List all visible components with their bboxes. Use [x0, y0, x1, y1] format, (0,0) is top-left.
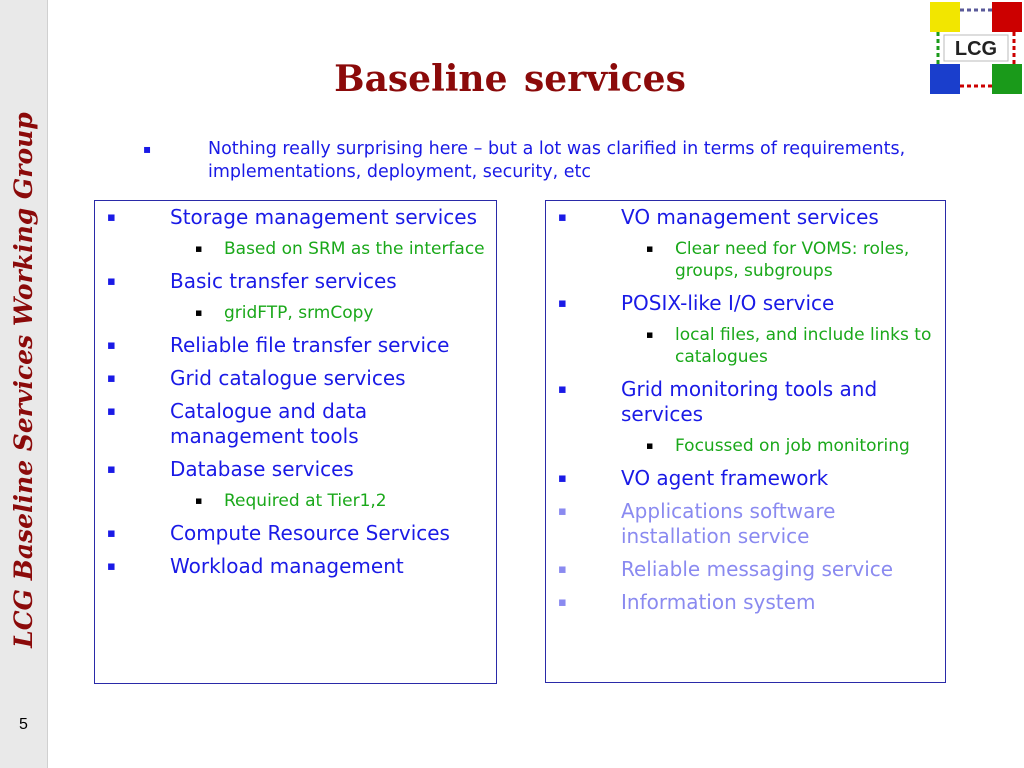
service-item: ▪ Reliable file transfer service: [95, 333, 496, 358]
service-item: ▪ Catalogue and data management tools: [95, 399, 496, 449]
service-text: Focussed on job monitoring: [675, 436, 910, 456]
service-item: ▪ Basic transfer services: [95, 269, 496, 294]
bullet-square-icon: ▪: [107, 338, 116, 353]
service-item: ▪ Grid monitoring tools and services: [546, 377, 945, 427]
service-text: Applications software installation servi…: [621, 499, 836, 548]
service-text: Compute Resource Services: [170, 521, 450, 545]
intro-text: Nothing really surprising here – but a l…: [208, 139, 906, 182]
bullet-square-icon: ▪: [558, 471, 567, 486]
sidebar: LCG Baseline Services Working Group 5: [0, 0, 48, 768]
service-text: Required at Tier1,2: [224, 491, 387, 511]
service-item: ▪ Storage management services: [95, 205, 496, 230]
service-item: ▪ Information system: [546, 590, 945, 615]
service-text: Catalogue and data management tools: [170, 399, 368, 448]
bullet-square-icon: ▪: [646, 328, 654, 341]
service-text: Storage management services: [170, 205, 478, 229]
bullet-square-icon: ▪: [558, 382, 567, 397]
service-item: ▪ Grid catalogue services: [95, 366, 496, 391]
bullet-square-icon: ▪: [107, 462, 116, 477]
bullet-square-icon: ▪: [646, 242, 654, 255]
service-text: Workload management: [170, 554, 404, 578]
sidebar-title: LCG Baseline Services Working Group: [9, 112, 38, 648]
left-services-list: ▪ Storage management services ▪ Based on SR…: [95, 205, 496, 587]
service-text: Reliable messaging service: [621, 557, 894, 581]
service-subitem: ▪ Focussed on job monitoring: [546, 435, 945, 457]
service-text: local files, and include links to catalo…: [675, 325, 932, 367]
bullet-square-icon: ▪: [107, 210, 116, 225]
service-text: Grid monitoring tools and services: [621, 377, 878, 426]
bullet-square-icon: ▪: [143, 142, 152, 156]
right-services-list: ▪ VO management services ▪ Clear need for V…: [546, 205, 945, 623]
left-services-box: ▪ Storage management services ▪ Based on SR…: [94, 200, 497, 684]
service-subitem: ▪ Clear need for VOMS: roles, groups, sub…: [546, 238, 945, 282]
bullet-square-icon: ▪: [646, 439, 654, 452]
service-item: ▪ VO management services: [546, 205, 945, 230]
service-text: Grid catalogue services: [170, 366, 406, 390]
intro-bullet: ▪ Nothing really surprising here – but a…: [140, 138, 920, 184]
bullet-square-icon: ▪: [107, 404, 116, 419]
lcg-logo-icon: LCG: [928, 0, 1024, 96]
service-text: gridFTP, srmCopy: [224, 303, 374, 323]
service-text: Basic transfer services: [170, 269, 397, 293]
service-text: Clear need for VOMS: roles, groups, subg…: [675, 239, 910, 281]
bullet-square-icon: ▪: [558, 296, 567, 311]
bullet-square-icon: ▪: [558, 504, 567, 519]
bullet-square-icon: ▪: [558, 210, 567, 225]
service-subitem: ▪ local files, and include links to catal…: [546, 324, 945, 368]
service-text: Information system: [621, 590, 816, 614]
service-subitem: ▪ Required at Tier1,2: [95, 490, 496, 512]
right-services-box: ▪ VO management services ▪ Clear need for V…: [545, 200, 946, 683]
bullet-square-icon: ▪: [558, 562, 567, 577]
service-subitem: ▪ gridFTP, srmCopy: [95, 302, 496, 324]
service-text: POSIX-like I/O service: [621, 291, 835, 315]
bullet-square-icon: ▪: [107, 274, 116, 289]
service-text: VO management services: [621, 205, 879, 229]
logo-text: LCG: [955, 38, 997, 60]
service-text: Based on SRM as the interface: [224, 239, 485, 259]
bullet-square-icon: ▪: [107, 371, 116, 386]
service-subitem: ▪ Based on SRM as the interface: [95, 238, 496, 260]
bullet-square-icon: ▪: [558, 595, 567, 610]
bullet-square-icon: ▪: [195, 306, 203, 319]
service-text: Reliable file transfer service: [170, 333, 450, 357]
service-item: ▪ Reliable messaging service: [546, 557, 945, 582]
service-item: ▪ Database services: [95, 457, 496, 482]
service-item: ▪ POSIX-like I/O service: [546, 291, 945, 316]
service-text: VO agent framework: [621, 466, 829, 490]
service-item: ▪ Workload management: [95, 554, 496, 579]
service-item: ▪ Applications software installation serv…: [546, 499, 945, 549]
service-item: ▪ VO agent framework: [546, 466, 945, 491]
page-number: 5: [19, 716, 28, 733]
bullet-square-icon: ▪: [195, 242, 203, 255]
page-title: Baseline services: [334, 58, 686, 100]
bullet-square-icon: ▪: [107, 526, 116, 541]
bullet-square-icon: ▪: [107, 559, 116, 574]
service-text: Database services: [170, 457, 354, 481]
service-item: ▪ Compute Resource Services: [95, 521, 496, 546]
bullet-square-icon: ▪: [195, 494, 203, 507]
